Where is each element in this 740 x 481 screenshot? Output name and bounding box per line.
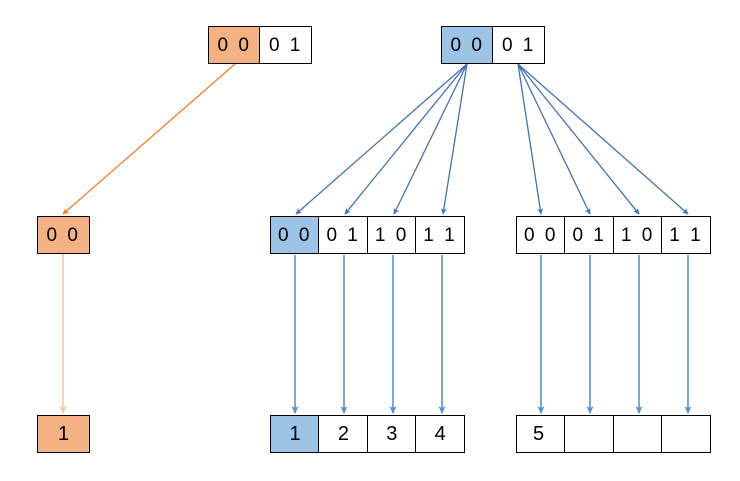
blue-middle-node-right-cell-1[interactable]: 0 1 (564, 216, 615, 254)
orange-middle-node: 0 0 (37, 216, 90, 254)
blue-root-node-cell-0[interactable]: 0 0 (441, 26, 494, 64)
blue-middle-node-left-cell-0[interactable]: 0 0 (270, 216, 320, 254)
blue-leaf-node-right: 5 (516, 415, 712, 453)
arrow-blue-root-cell0-to-mid-left-cell0 (295, 63, 468, 215)
blue-middle-node-right-cell-3[interactable]: 1 1 (661, 216, 712, 254)
orange-root-node-cell-1[interactable]: 0 1 (259, 26, 313, 64)
arrow-blue-root-cell0-to-mid-left-cell1 (344, 63, 468, 215)
blue-middle-node-left-cell-2[interactable]: 1 0 (366, 216, 417, 254)
blue-leaf-node-right-cell-3[interactable] (661, 415, 712, 453)
blue-middle-node-left-cell-3[interactable]: 1 1 (415, 216, 466, 254)
orange-root-node-cell-0[interactable]: 0 0 (208, 26, 261, 64)
arrow-blue-root-cell1-to-mid-right-cell0 (517, 63, 543, 215)
blue-middle-node-right-cell-0[interactable]: 0 0 (516, 216, 566, 254)
blue-middle-node-right-cell-2[interactable]: 1 0 (612, 216, 663, 254)
orange-leaf-node-cell-0[interactable]: 1 (37, 415, 90, 453)
orange-leaf-node: 1 (37, 415, 90, 453)
blue-leaf-node-left-cell-0[interactable]: 1 (270, 415, 320, 453)
blue-leaf-node-left-cell-2[interactable]: 3 (366, 415, 417, 453)
arrow-blue-root-cell1-to-mid-right-cell3 (517, 63, 689, 215)
arrow-orange-root-to-mid (62, 63, 236, 215)
arrow-blue-root-cell1-to-mid-right-cell2 (517, 63, 640, 215)
blue-leaf-node-left-cell-1[interactable]: 2 (318, 415, 369, 453)
blue-leaf-node-right-cell-1[interactable] (564, 415, 615, 453)
blue-root-node-cell-1[interactable]: 0 1 (492, 26, 546, 64)
arrow-blue-root-cell1-to-mid-right-cell1 (517, 63, 591, 215)
orange-middle-node-cell-0[interactable]: 0 0 (37, 216, 90, 254)
blue-leaf-node-left-cell-3[interactable]: 4 (415, 415, 466, 453)
blue-leaf-node-right-cell-0[interactable]: 5 (516, 415, 566, 453)
blue-leaf-node-right-cell-2[interactable] (612, 415, 663, 453)
arrow-blue-root-cell0-to-mid-left-cell3 (441, 63, 468, 215)
blue-middle-node-left-cell-1[interactable]: 0 1 (318, 216, 369, 254)
arrow-blue-root-cell0-to-mid-left-cell2 (393, 63, 468, 215)
